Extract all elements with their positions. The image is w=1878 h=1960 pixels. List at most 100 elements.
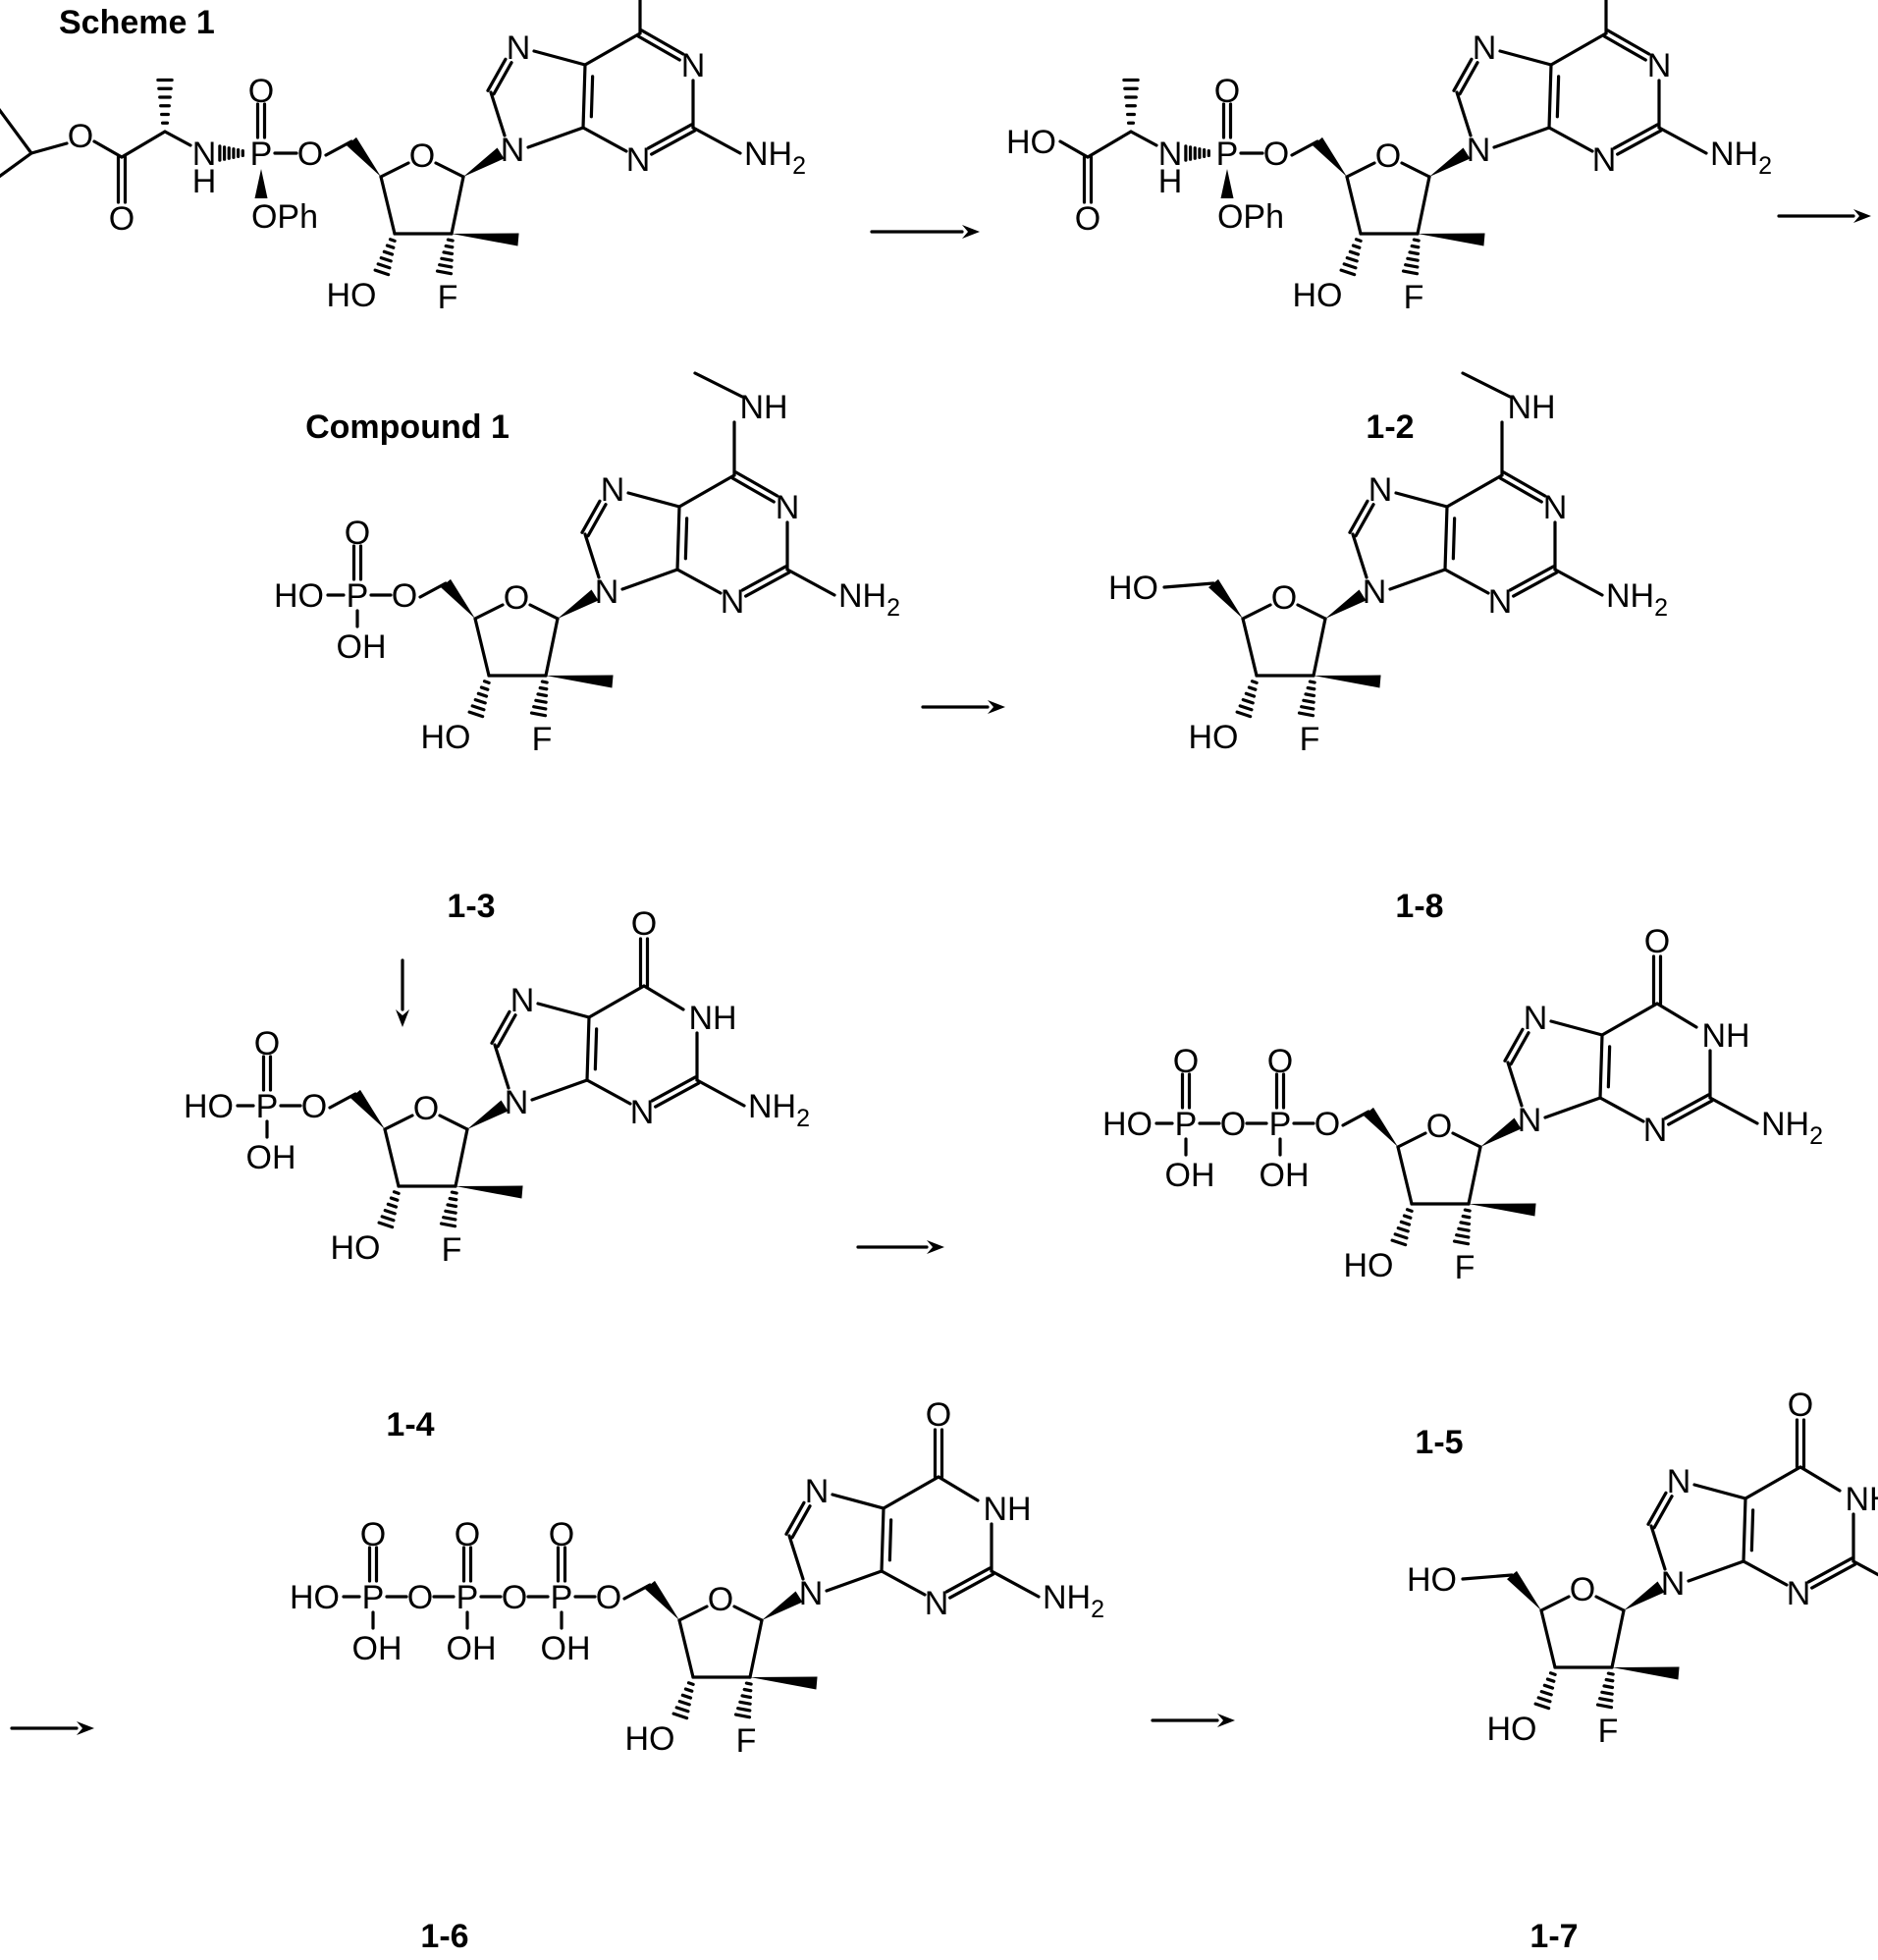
c4-wedge-bond [1208,579,1243,619]
c3-hydroxyl-label: HO [1293,277,1343,314]
c2-hash-bond [740,1702,750,1704]
structures-layer: OHOFNNNNH2NNHOPOOPhNHOOOHOFNNNNH2NNHOPOO… [0,0,1878,1760]
compound-c1: OHOFNNNNH2NNHOPOOPhNHOO [0,0,806,316]
c2-hash-bond [1310,681,1315,682]
c2-hash-bond [446,1211,456,1213]
purine-bond [1494,128,1549,147]
compound-c16: OHOFNNNNH2NHOOPOOHOPOOHOPOOHHO [290,1396,1104,1760]
purine-bond [827,1571,882,1591]
n1h-label: NH [1845,1481,1878,1518]
c2-hash-bond [1412,245,1419,246]
purine-bond [832,1495,884,1508]
c3-hydroxyl-label: HO [1189,719,1239,756]
c2-methyl-wedge [452,234,519,246]
c3-hash-bond [689,1683,694,1685]
c1-wedge-bond [1480,1118,1521,1147]
pyrimidine-bond [679,475,734,507]
ring-bond [1398,1133,1425,1147]
c2-fluorine-label: F [532,721,553,758]
ester-oxygen-label: O [596,1579,621,1616]
n9-label: N [1363,573,1387,611]
compound-label: 1-5 [1415,1424,1463,1461]
purine-inner-bond [591,77,592,117]
c3-hash-bond [387,245,393,247]
c3-hash-bond [381,258,391,261]
ring-bond [1418,177,1429,234]
ring-bond [1541,1597,1569,1610]
carbonyl-oxygen-label: O [631,905,657,943]
n3-label: N [1592,141,1617,179]
n1-label: N [1543,489,1568,526]
methylamino-label: NH [739,389,787,426]
c4-wedge-bond [1364,1108,1398,1147]
compound-label: Compound 1 [305,408,510,446]
compound-label: 1-7 [1529,1918,1578,1955]
phenoxy-label: OPh [251,198,318,236]
c2-hash-bond [746,1683,751,1684]
n3-label: N [1643,1112,1668,1149]
compound-label: 1-3 [447,888,495,925]
c3-hash-bond [1408,1210,1413,1212]
compound-c12: OHOFNNNNH2NNHOPOOPhNHOHO [1006,0,1772,316]
arrows-layer [12,209,1871,1735]
c1-wedge-bond [1624,1582,1664,1610]
c2-hash-bond [736,1715,750,1717]
ring-oxygen-label: O [1271,579,1297,617]
carbonyl-oxygen-label: O [926,1396,951,1434]
c2-amino-bond [697,1080,744,1106]
c3-hash-bond [1344,264,1356,268]
c2-hash-bond [738,1709,750,1711]
c5-o-bond [420,583,446,597]
n9-label: N [595,573,619,611]
purine-bond [1390,570,1445,589]
terminal-hydroxyl-label: HO [274,577,324,615]
c2-hash-bond [1406,265,1418,267]
c2-methyl-wedge [750,1677,818,1690]
c5-o-bond [1292,141,1317,155]
ester-oxygen-label: O [297,136,323,173]
ring-bond [1402,163,1429,177]
c2-methyl-wedge [1314,676,1381,688]
n7-label: N [805,1473,830,1510]
pyrimidine-bond [585,33,640,65]
bridge-oxygen-label: O [1220,1106,1246,1143]
ring-bond [1612,1610,1624,1667]
purine-bond [538,1004,589,1017]
pyrimidine-bond [589,986,644,1017]
o-isopropyl-bond [31,143,67,153]
ring-bond [1314,619,1325,676]
p-hydroxyl-label: OH [352,1630,402,1667]
c2-amino-bond [693,128,740,153]
ring-oxygen-label: O [1570,1571,1595,1608]
c3-hash-bond [1353,245,1359,247]
c2-fluorine-label: F [736,1722,757,1760]
c3-hydroxyl-label: HO [1344,1247,1394,1284]
c2-fluorine-label: F [442,1231,462,1269]
pyrimidine-bond [1447,475,1502,507]
acid-hydroxyl-label: HO [1006,124,1056,161]
c3-hash-bond [478,693,486,696]
c3-hash-bond [673,1714,687,1718]
ring-bond [385,1129,399,1186]
purine-bond [1445,507,1447,570]
c1-wedge-bond [1429,148,1470,177]
c3-hash-bond [395,1192,400,1194]
n1-label: N [1647,47,1672,84]
ring-bond [1243,605,1270,619]
c2-fluorine-label: F [1300,721,1320,758]
purine-inner-bond [1453,518,1454,559]
ring-bond [1469,1147,1480,1204]
ring-oxygen-label: O [409,137,435,175]
c3-hash-bond [1535,1704,1549,1709]
purine-bond [1549,65,1551,128]
c3-hash-bond [1404,1216,1410,1218]
bridge-oxygen-label: O [407,1579,433,1616]
phosphoryl-oxygen-label: O [1214,73,1240,110]
purine-bond [528,128,583,147]
c3-hash-bond [382,1217,394,1221]
purine-bond [1551,1021,1602,1035]
phosphorus-label: P [551,1579,573,1616]
c2-hash-bond [536,700,546,702]
c2-hash-bond [1300,713,1314,716]
p-hydroxyl-label: OH [447,1630,497,1667]
